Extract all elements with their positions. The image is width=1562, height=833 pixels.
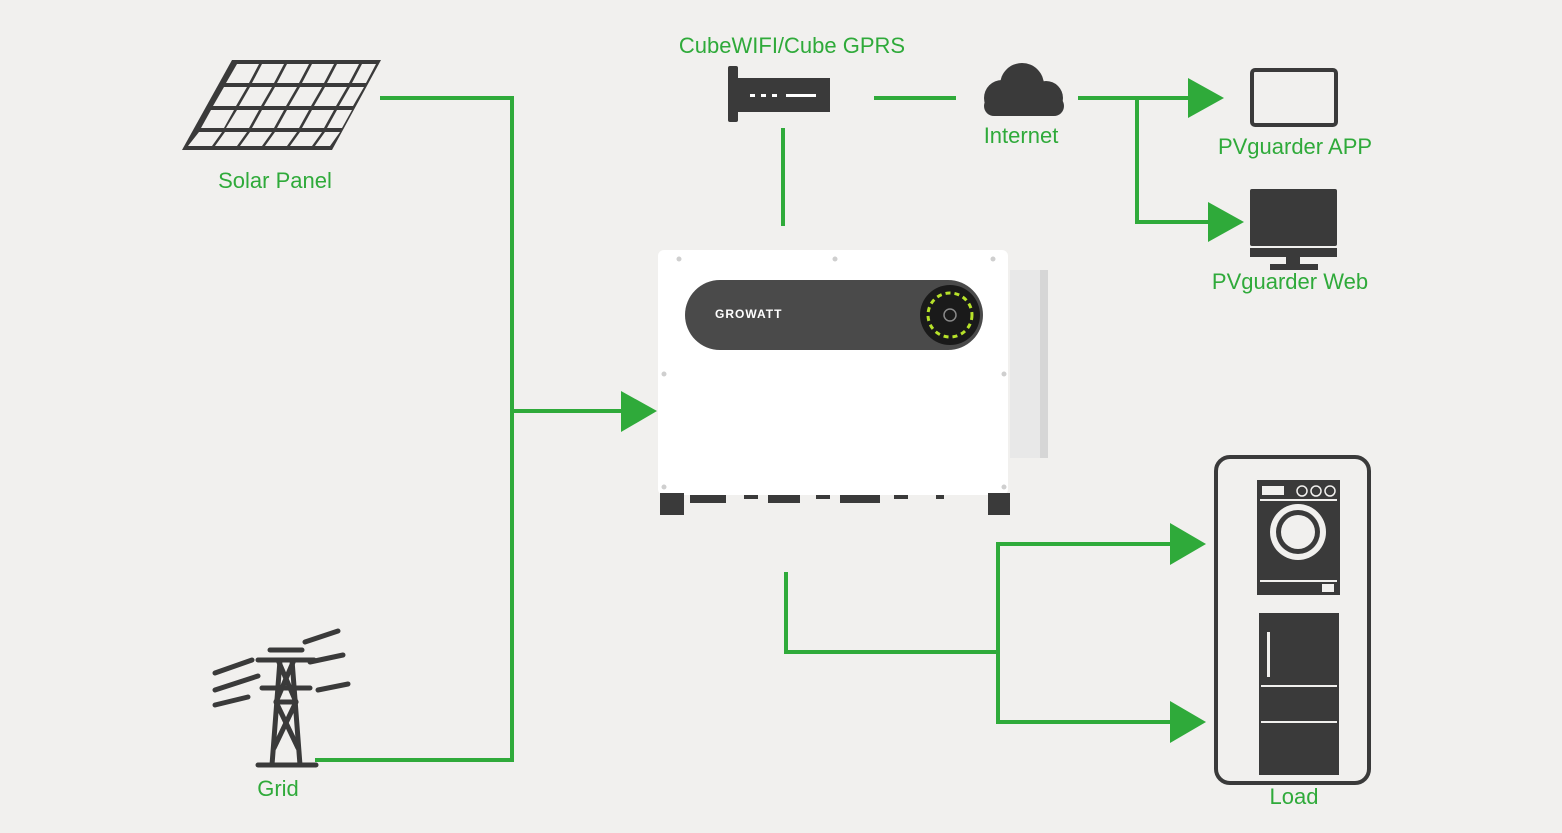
solar-panel-icon — [182, 60, 381, 150]
datalogger-label: CubeWIFI/Cube GPRS — [678, 33, 906, 58]
inverter-to-load-line — [784, 572, 998, 654]
arrowheads — [621, 78, 1244, 743]
grid-label: Grid — [257, 776, 299, 801]
washing-machine-icon — [1257, 480, 1340, 595]
cloud-icon — [984, 63, 1064, 116]
web-label: PVguarder Web — [1211, 269, 1369, 294]
internet-label: Internet — [983, 123, 1059, 148]
solar-to-bus-line — [315, 96, 514, 762]
arrow-to-inverter — [621, 391, 657, 432]
app-label: PVguarder APP — [1217, 134, 1373, 159]
inverter-brand: GROWATT — [715, 307, 783, 321]
connection-lines — [315, 96, 1210, 762]
arrow-to-app — [1188, 78, 1224, 118]
datalogger-icon — [728, 66, 830, 122]
arrow-to-washer — [1170, 523, 1206, 565]
load-frame — [1214, 455, 1371, 785]
tablet-icon — [1250, 68, 1338, 127]
transmission-tower-icon — [212, 628, 351, 768]
load-label: Load — [1269, 784, 1319, 809]
solar-panel-label: Solar Panel — [218, 168, 332, 193]
internet-to-web-line — [1135, 98, 1210, 224]
monitor-icon — [1250, 189, 1337, 270]
refrigerator-icon — [1259, 613, 1339, 775]
arrow-to-fridge — [1170, 701, 1206, 743]
arrow-to-web — [1208, 202, 1244, 242]
load-split-line — [996, 542, 1172, 724]
load-appliances — [1214, 455, 1371, 785]
inverter-device — [658, 250, 1048, 515]
